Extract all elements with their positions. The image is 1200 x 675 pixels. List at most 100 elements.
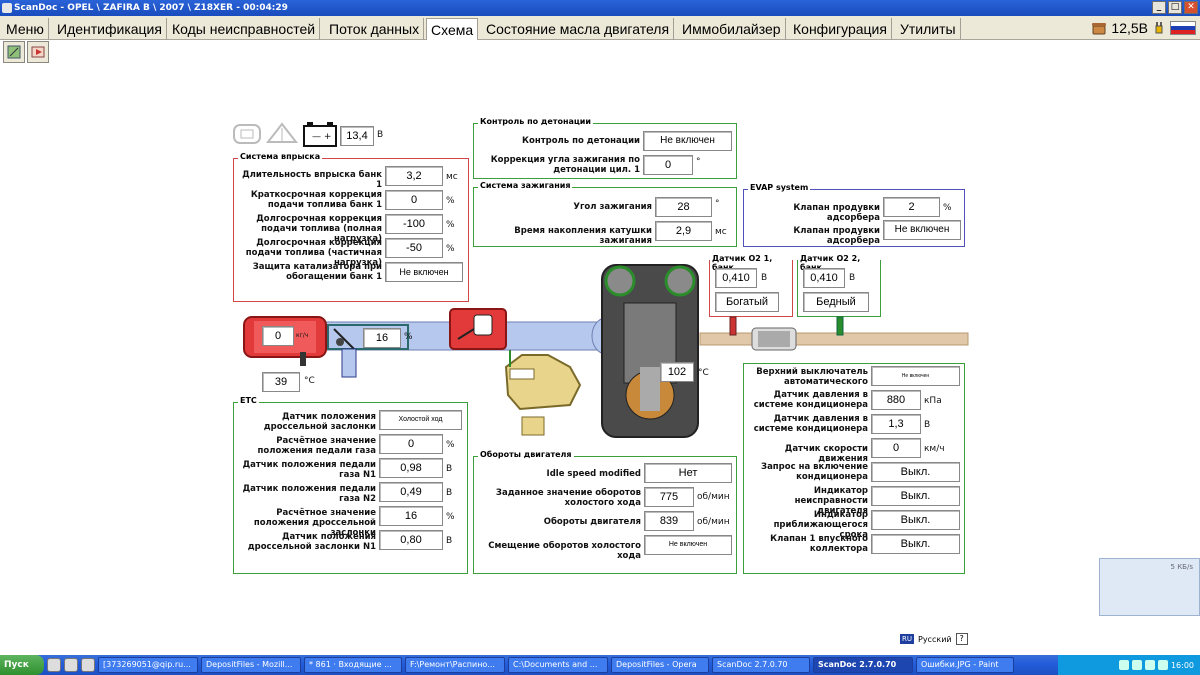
knock-title: Контроль по детонации [478,117,594,126]
tray-icon[interactable] [1131,660,1142,670]
app-icon [2,3,12,13]
etc-label-4: Расчётное значение положения дроссельной… [253,508,376,538]
etc-value-2: 0,98 [379,458,443,478]
taskbar-item[interactable]: DepositFiles - Mozill... [201,657,301,673]
injection-unit-3: % [446,244,455,254]
language-name: Русский [918,634,952,644]
tray-icon[interactable] [1157,660,1168,670]
evap-label-1: Клапан продувки адсорбера [793,226,880,246]
misc-value-6: Выкл. [871,510,960,530]
tab-immobilizer[interactable]: Иммобилайзер [678,18,786,40]
taskbar: Пуск [373269051@qip.ru... DepositFiles -… [0,655,1200,675]
o2-sensor-2-value: 0,410 [803,268,845,288]
network-monitor-label: 5 КБ/s [1170,563,1193,571]
quicklaunch-icon[interactable] [47,658,61,672]
ignition-value-1: 2,9 [655,221,712,241]
o2-sensor-1-panel: Датчик O2 1, банк [709,254,793,317]
phone-icon [1092,23,1107,35]
quicklaunch-icon[interactable] [64,658,78,672]
tab-menu[interactable]: Меню [2,18,49,40]
throttle-value: 16 [363,328,401,348]
tab-trouble-codes[interactable]: Коды неисправностей [168,18,321,40]
ignition-value-0: 28 [655,197,712,217]
knock-panel: Контроль по детонации [473,117,737,179]
tray-icon[interactable] [1144,660,1155,670]
maximize-button[interactable]: □ [1168,1,1182,14]
etc-unit-5: В [446,536,453,546]
start-button[interactable]: Пуск [0,655,44,675]
etc-unit-1: % [446,440,455,450]
injection-value-0: 3,2 [385,166,443,186]
injection-title: Система впрыска [238,152,323,161]
system-tray: 16:00 [1058,655,1200,675]
injection-unit-2: % [446,220,455,230]
injection-value-1: 0 [385,190,443,210]
svg-text:— +: — + [312,132,331,142]
knock-label-0: Контроль по детонации [522,136,640,146]
etc-label-5: Датчик положения дроссельной заслонки N1 [247,532,376,552]
taskbar-item[interactable]: F:\Ремонт\Распино... [405,657,505,673]
network-monitor-widget[interactable]: 5 КБ/s [1099,558,1200,616]
tab-configuration[interactable]: Конфигурация [789,18,892,40]
injection-unit-0: мс [446,172,458,182]
tab-identification[interactable]: Идентификация [53,18,167,40]
toolbar [0,41,49,67]
injection-unit-1: % [446,196,455,206]
battery-voltage: 13,4 [340,126,374,146]
o2-sensor-1-unit: В [761,273,768,283]
taskbar-item[interactable]: Ошибки.JPG - Paint [916,657,1014,673]
tab-data-stream[interactable]: Поток данных [325,18,425,40]
misc-unit-2: В [924,420,931,430]
misc-value-7: Выкл. [871,534,960,554]
air-mass-unit: кг/ч [296,332,309,339]
title-bar: ScanDoc - OPEL \ ZAFIRA B \ 2007 \ Z18XE… [0,0,1200,16]
tray-icon[interactable] [1118,660,1129,670]
etc-value-3: 0,49 [379,482,443,502]
taskbar-item[interactable]: C:\Documents and ... [508,657,608,673]
tab-utilities[interactable]: Утилиты [896,18,961,40]
injection-value-3: -50 [385,238,443,258]
taskbar-item-active[interactable]: ScanDoc 2.7.0.70 [813,657,913,673]
intake-temp-value: 39 [262,372,300,392]
language-bar[interactable]: RU Русский ? [900,633,968,645]
misc-label-7: Клапан 1 впускного коллектора [770,534,868,554]
quicklaunch-icon[interactable] [81,658,95,672]
export-button[interactable] [27,41,49,63]
knock-value-1: 0 [643,155,693,175]
o2-sensor-1-value: 0,410 [715,268,757,288]
taskbar-item[interactable]: [373269051@qip.ru... [98,657,198,673]
misc-value-5: Выкл. [871,486,960,506]
etc-value-5: 0,80 [379,530,443,550]
etc-value-4: 16 [379,506,443,526]
injection-panel: Система впрыска [233,152,469,302]
minimize-button[interactable]: _ [1152,1,1166,14]
voltage-readout: 12,5В [1111,20,1148,36]
status-icons: — + [233,122,337,147]
misc-label-0: Верхний выключатель автоматического [756,367,868,387]
coolant-temp-value: 102 [660,362,694,382]
close-button[interactable]: ✕ [1184,1,1198,14]
engine-check-icon [233,124,261,144]
misc-value-2: 1,3 [871,414,921,434]
etc-label-2: Датчик положения педали газа N1 [242,460,376,480]
rpm-unit-1: об/мин [697,492,730,502]
injection-value-4: Не включен [385,262,463,282]
etc-title: ETC [238,396,259,405]
help-button[interactable]: ? [955,633,968,645]
misc-label-5: Индикатор неисправности двигателя [794,486,868,516]
rpm-value-3: Не включен [644,535,732,555]
evap-unit-0: % [943,203,952,213]
ignition-label-0: Угол зажигания [573,202,652,212]
injection-label-0: Длительность впрыска банк 1 [242,170,382,190]
edit-button[interactable] [3,41,25,63]
taskbar-item[interactable]: ScanDoc 2.7.0.70 [712,657,810,673]
tab-oil-state[interactable]: Состояние масла двигателя [482,18,675,40]
tab-scheme[interactable]: Схема [426,18,479,40]
misc-unit-1: кПа [924,396,942,406]
o2-sensor-2-panel: Датчик O2 2, банк [797,254,881,317]
taskbar-item[interactable]: DepositFiles - Opera [611,657,709,673]
rpm-label-1: Заданное значение оборотов холостого ход… [495,488,641,508]
taskbar-item[interactable]: * 861 · Входящие ... [304,657,402,673]
misc-value-1: 880 [871,390,921,410]
ignition-unit-0: ° [715,199,720,209]
